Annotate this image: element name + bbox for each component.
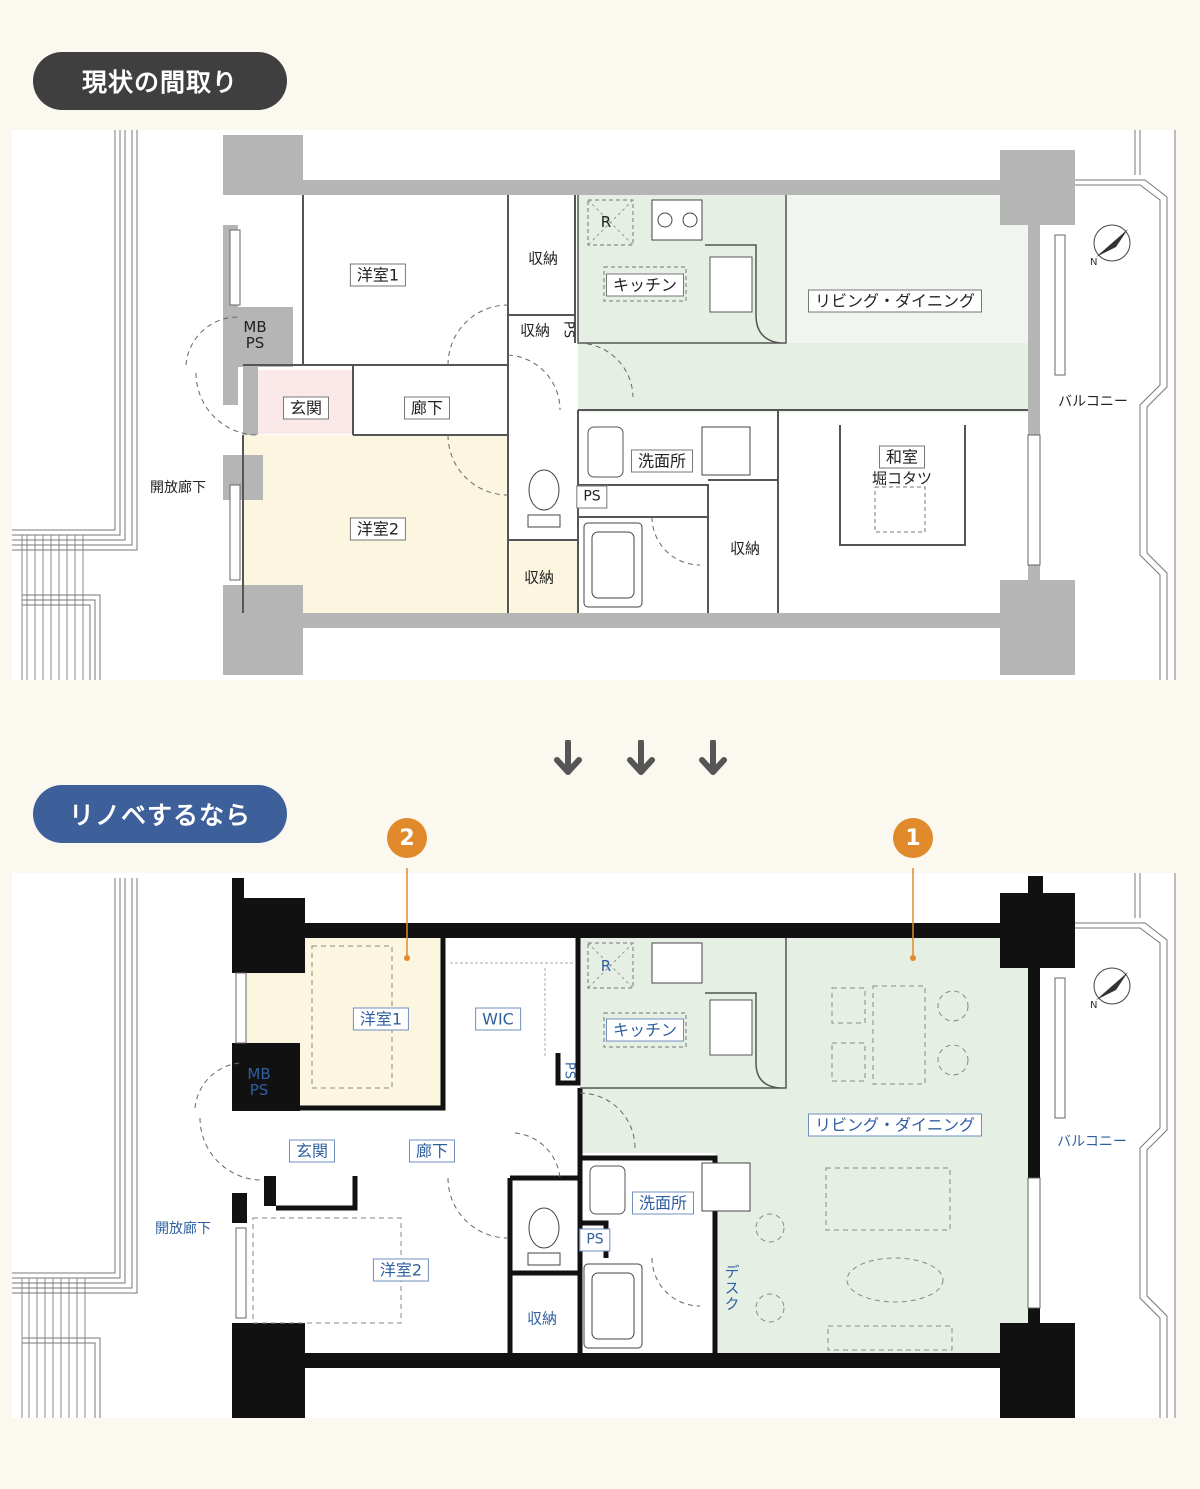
room-kotatsu: 堀コタツ [871,469,933,488]
open-corridor-label: 開放廊下 [150,480,206,496]
room-storage-bottom: 収納 [523,568,555,587]
fridge-label: R [600,213,612,231]
room-mb-ps: MB PS [243,318,267,352]
reno-room-western1: 洋室1 [352,1007,410,1031]
reno-room-wic: WIC [475,1007,521,1031]
reno-desk: デスク [722,1264,741,1312]
compass-north-icon: N [1090,224,1131,268]
reno-room-ps: PS [579,1228,611,1252]
room-washroom: 洗面所 [630,449,694,473]
renovation-layout-title: リノベするなら [33,785,287,843]
reno-room-washroom: 洗面所 [631,1191,695,1215]
room-storage-mid: 収納 [729,539,761,558]
reno-room-ps-vertical: PS [561,1061,577,1081]
room-ps: PS [576,485,608,509]
room-japanese: 和室 [878,445,926,469]
down-arrow-icon [699,740,727,775]
room-western2: 洋室2 [349,517,407,541]
room-entrance: 玄関 [282,396,330,420]
reno-room-mb-ps: MB PS [247,1065,271,1099]
room-living: リビング・ダイニング [807,289,983,313]
renovation-plan-drawing: N [12,868,1176,1418]
reno-room-entrance: 玄関 [288,1139,336,1163]
reno-balcony-label: バルコニー [1057,1134,1127,1150]
room-corridor: 廊下 [403,396,451,420]
reno-open-corridor-label: 開放廊下 [155,1221,211,1237]
down-arrow-icon [627,740,655,775]
balcony-label: バルコニー [1058,394,1128,410]
current-plan-drawing: N [12,130,1176,680]
compass-north-icon: N [1090,967,1131,1011]
down-arrow-icon [554,740,582,775]
reno-room-kitchen: キッチン [605,1018,685,1042]
reno-room-living: リビング・ダイニング [807,1113,983,1137]
renovation-floor-plan: N 2 1 洋室1 WIC R キッチン PS MB PS リビング・ダイニング… [0,818,1200,1423]
svg-text:N: N [1090,1000,1097,1011]
current-layout-title: 現状の間取り [33,52,287,110]
current-floor-plan: N 洋室1 収納 収納 PS MB PS R キッチン リビング・ダイニング 玄… [0,125,1200,685]
reno-room-western2: 洋室2 [372,1258,430,1282]
room-ps-vertical: PS [560,320,576,340]
room-western1: 洋室1 [349,263,407,287]
svg-text:N: N [1090,257,1097,268]
badge-2: 2 [387,818,427,858]
room-storage-top: 収納 [527,249,559,268]
badge-1: 1 [893,818,933,858]
room-kitchen: キッチン [605,273,685,297]
reno-room-storage: 収納 [526,1309,558,1328]
stairs [21,535,84,680]
reno-room-corridor: 廊下 [408,1139,456,1163]
room-storage-small: 収納 [519,321,551,340]
reno-fridge-label: R [600,957,612,975]
stairs [21,1278,86,1418]
